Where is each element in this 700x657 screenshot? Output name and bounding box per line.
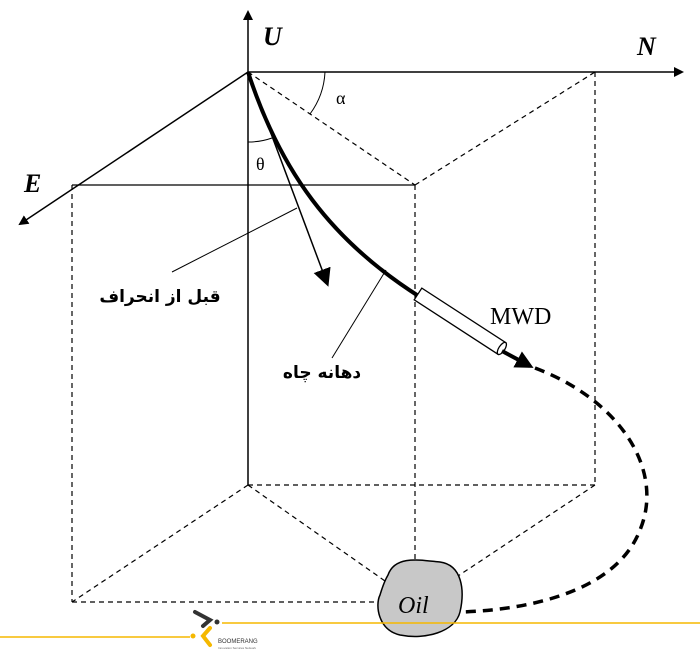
boomerang-logo: BOOMERANG Innovation Services Network xyxy=(190,610,258,650)
leader-line-before-deviation xyxy=(171,207,298,273)
wellhead-label: دهانه چاه xyxy=(283,363,361,383)
theta-label: θ xyxy=(256,154,265,174)
east-axis xyxy=(18,71,249,226)
alpha-label: α xyxy=(336,88,346,108)
north-axis-label: N xyxy=(636,32,657,61)
mwd-label: MWD xyxy=(490,304,551,330)
before-deviation-label: قبل از انحراف xyxy=(99,287,220,307)
drill-direction-arrow xyxy=(501,349,534,368)
wellbore-path xyxy=(246,71,422,299)
theta-arc xyxy=(247,137,273,143)
planned-path xyxy=(461,366,649,614)
logo-name: BOOMERANG xyxy=(218,639,258,645)
alpha-arc xyxy=(309,71,326,115)
east-axis-label: E xyxy=(23,169,41,198)
reference-box xyxy=(71,71,596,603)
leader-line-wellhead xyxy=(331,269,387,359)
logo-tagline: Innovation Services Network xyxy=(218,646,257,650)
oil-reservoir xyxy=(377,559,463,638)
oil-label: Oil xyxy=(398,593,429,619)
up-axis-label: U xyxy=(263,22,283,51)
